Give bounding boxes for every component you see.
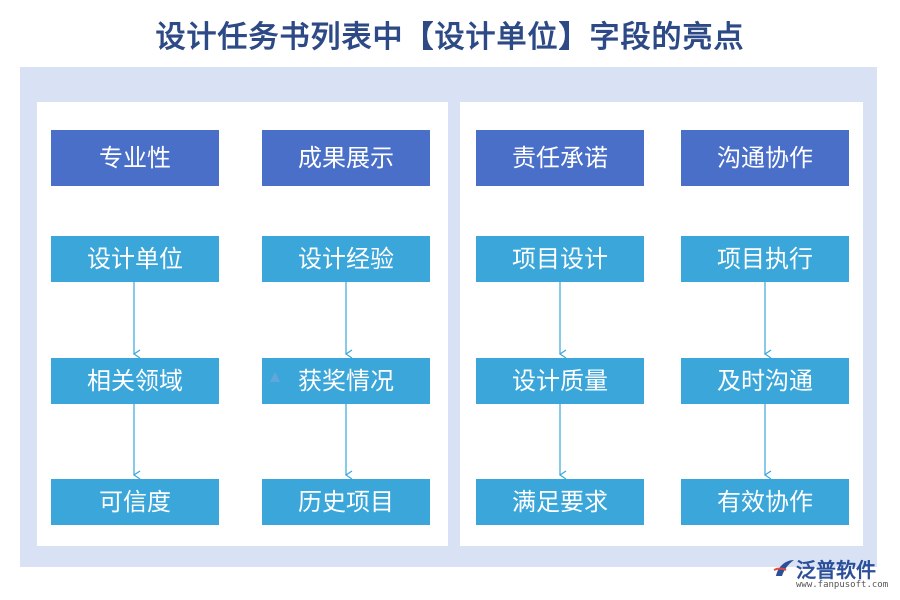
column-4-item-2: 及时沟通 [681, 358, 849, 404]
watermark-icon [270, 372, 280, 382]
column-2-item-1: 设计经验 [262, 236, 430, 282]
logo-icon [773, 560, 794, 576]
column-3-item-3: 满足要求 [476, 479, 644, 525]
column-1-item-2: 相关领域 [51, 358, 219, 404]
column-2-item-3: 历史项目 [262, 479, 430, 525]
logo-url: www.fanpusoft.com [796, 580, 889, 590]
column-4-item-1: 项目执行 [681, 236, 849, 282]
brand-logo: 泛普软件 www.fanpusoft.com [770, 552, 890, 596]
column-1-item-1: 设计单位 [51, 236, 219, 282]
column-3-item-1: 项目设计 [476, 236, 644, 282]
column-header-achievements: 成果展示 [262, 130, 430, 186]
column-2-item-2: 获奖情况 [262, 358, 430, 404]
page-title: 设计任务书列表中【设计单位】字段的亮点 [155, 20, 745, 55]
column-3-item-2: 设计质量 [476, 358, 644, 404]
logo-name: 泛普软件 [796, 558, 876, 582]
column-1-item-3: 可信度 [51, 479, 219, 525]
column-header-professionalism: 专业性 [51, 130, 219, 186]
column-header-collaboration: 沟通协作 [681, 130, 849, 186]
column-header-responsibility: 责任承诺 [476, 130, 644, 186]
column-4-item-3: 有效协作 [681, 479, 849, 525]
